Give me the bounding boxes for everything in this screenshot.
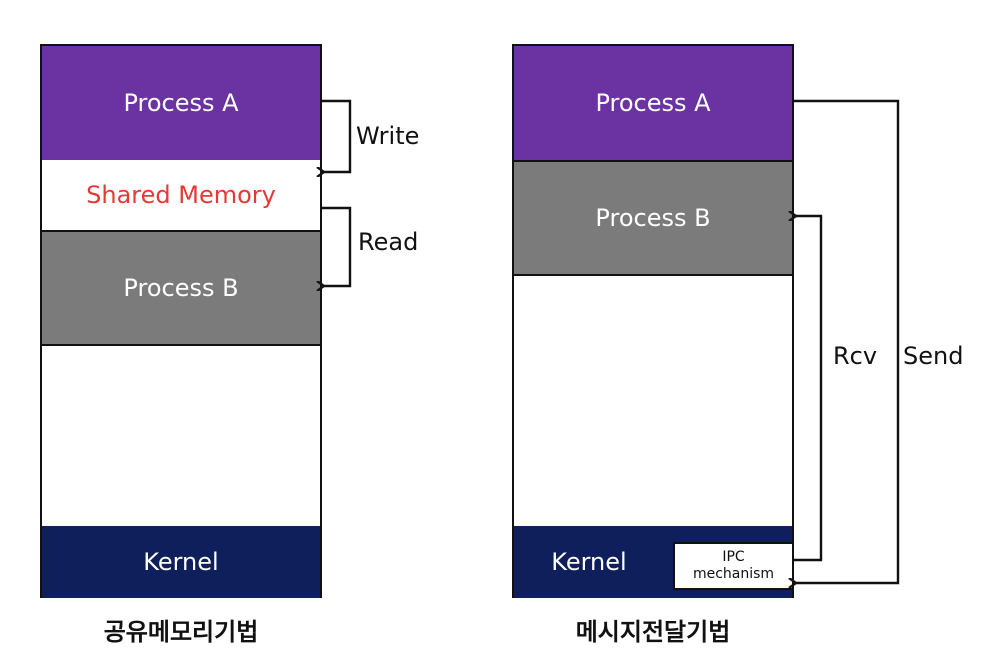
shared-memory-block: Shared Memory	[42, 160, 320, 230]
process-b-label: Process B	[595, 204, 711, 232]
kernel-block: Kernel	[42, 526, 320, 598]
read-arrow	[322, 206, 352, 286]
shared-memory-caption: 공유메모리기법	[103, 618, 259, 646]
message-passing-caption: 메시지전달기법	[575, 618, 731, 646]
kernel-label: Kernel	[551, 548, 627, 576]
shared-memory-diagram: Process A Shared Memory Process B Kernel	[40, 44, 322, 598]
shared-memory-label: Shared Memory	[86, 181, 276, 209]
read-label: Read	[358, 228, 419, 256]
process-b-block: Process B	[514, 160, 792, 276]
process-a-label: Process A	[595, 89, 711, 117]
ipc-label-line2: mechanism	[692, 566, 775, 582]
process-a-block: Process A	[514, 46, 792, 160]
process-a-block: Process A	[42, 46, 320, 160]
process-a-label: Process A	[123, 89, 239, 117]
process-b-block: Process B	[42, 230, 320, 346]
message-passing-diagram: Process A Process B Kernel IPC mechanism	[512, 44, 794, 598]
send-arrow	[794, 99, 900, 583]
send-label: Send	[903, 342, 964, 370]
kernel-label: Kernel	[143, 548, 219, 576]
ipc-label-line1: IPC	[722, 549, 745, 565]
rcv-arrow	[794, 216, 823, 562]
write-label: Write	[356, 122, 420, 150]
ipc-mechanism-box: IPC mechanism	[673, 542, 794, 590]
process-b-label: Process B	[123, 274, 239, 302]
write-arrow	[322, 99, 352, 172]
rcv-label: Rcv	[833, 342, 878, 370]
kernel-block: Kernel IPC mechanism	[514, 526, 794, 598]
